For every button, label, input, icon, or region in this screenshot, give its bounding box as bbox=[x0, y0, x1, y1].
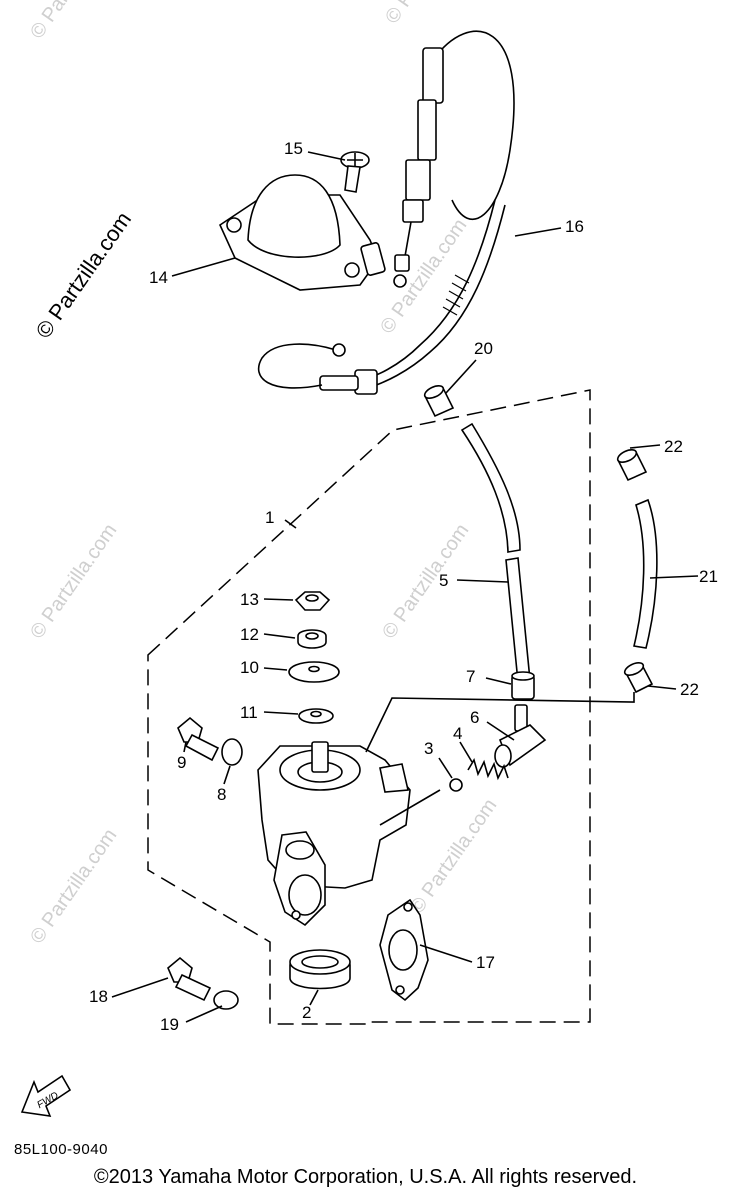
part-19-washer bbox=[213, 990, 239, 1010]
part-13-nut bbox=[294, 591, 331, 611]
part-9-bolt bbox=[177, 716, 220, 762]
part-5-hose bbox=[460, 422, 531, 683]
part-10-washer bbox=[288, 661, 340, 683]
part-8-washer bbox=[221, 738, 243, 766]
part-18-bolt bbox=[167, 956, 212, 1002]
callout-19: 19 bbox=[160, 1015, 179, 1034]
callout-17: 17 bbox=[476, 953, 495, 972]
callout-9: 9 bbox=[177, 753, 186, 772]
part-21-hose bbox=[633, 498, 658, 649]
callout-18: 18 bbox=[89, 987, 108, 1006]
callout-5: 5 bbox=[439, 571, 448, 590]
callout-6: 6 bbox=[470, 708, 479, 727]
callout-8: 8 bbox=[217, 785, 226, 804]
callout-10: 10 bbox=[240, 658, 259, 677]
part-3-ball bbox=[449, 778, 463, 792]
callout-20: 20 bbox=[474, 339, 493, 358]
callout-14: 14 bbox=[149, 268, 168, 287]
part-4-spring bbox=[467, 758, 509, 781]
watermark-faded: © Partzilla.com bbox=[26, 520, 121, 643]
part-15-screw bbox=[340, 151, 370, 193]
part-6-elbow bbox=[494, 704, 547, 768]
part-12-washer bbox=[297, 629, 327, 649]
callout-15: 15 bbox=[284, 139, 303, 158]
callouts: 1 2 3 4 5 6 7 8 9 10 11 12 13 14 15 16 1… bbox=[89, 139, 718, 1034]
part-17-gasket bbox=[379, 898, 429, 1002]
callout-22-bottom: 22 bbox=[680, 680, 699, 699]
part-7-fitting bbox=[511, 671, 535, 700]
pump-body bbox=[257, 741, 411, 927]
part-11-washer bbox=[298, 708, 334, 724]
watermark-faded: © Partzilla.com bbox=[406, 795, 501, 918]
watermark-faded: © Partzilla.com bbox=[26, 825, 121, 948]
leader-lines bbox=[111, 151, 699, 1023]
part-16-cable bbox=[257, 30, 515, 395]
part-22-cap-top bbox=[616, 449, 648, 482]
callout-2: 2 bbox=[302, 1003, 311, 1022]
watermark-faded: © Partzilla.com bbox=[378, 520, 473, 643]
copyright-notice: ©2013 Yamaha Motor Corporation, U.S.A. A… bbox=[93, 1166, 638, 1188]
watermark-faded: © Partzilla.com bbox=[26, 0, 121, 43]
callout-7: 7 bbox=[466, 667, 475, 686]
watermark-faded: © Partzilla.com bbox=[381, 0, 476, 28]
callout-3: 3 bbox=[424, 739, 433, 758]
part-14-cover bbox=[218, 174, 386, 291]
part-20-sleeve bbox=[423, 385, 455, 418]
callout-16: 16 bbox=[565, 217, 584, 236]
callout-21: 21 bbox=[699, 567, 718, 586]
part-22-cap-bottom bbox=[623, 662, 654, 694]
callout-13: 13 bbox=[240, 590, 259, 609]
callout-1: 1 bbox=[265, 508, 274, 527]
callout-22-top: 22 bbox=[664, 437, 683, 456]
part-2-seal bbox=[289, 949, 351, 990]
callout-4: 4 bbox=[453, 724, 462, 743]
callout-12: 12 bbox=[240, 625, 259, 644]
callout-11: 11 bbox=[240, 703, 258, 722]
watermark-primary: © Partzilla.com bbox=[31, 207, 137, 343]
assembly-boundary bbox=[147, 389, 591, 1025]
diagram-code: 85L100-9040 bbox=[14, 1141, 108, 1158]
fwd-arrow: FWD bbox=[20, 1074, 72, 1117]
